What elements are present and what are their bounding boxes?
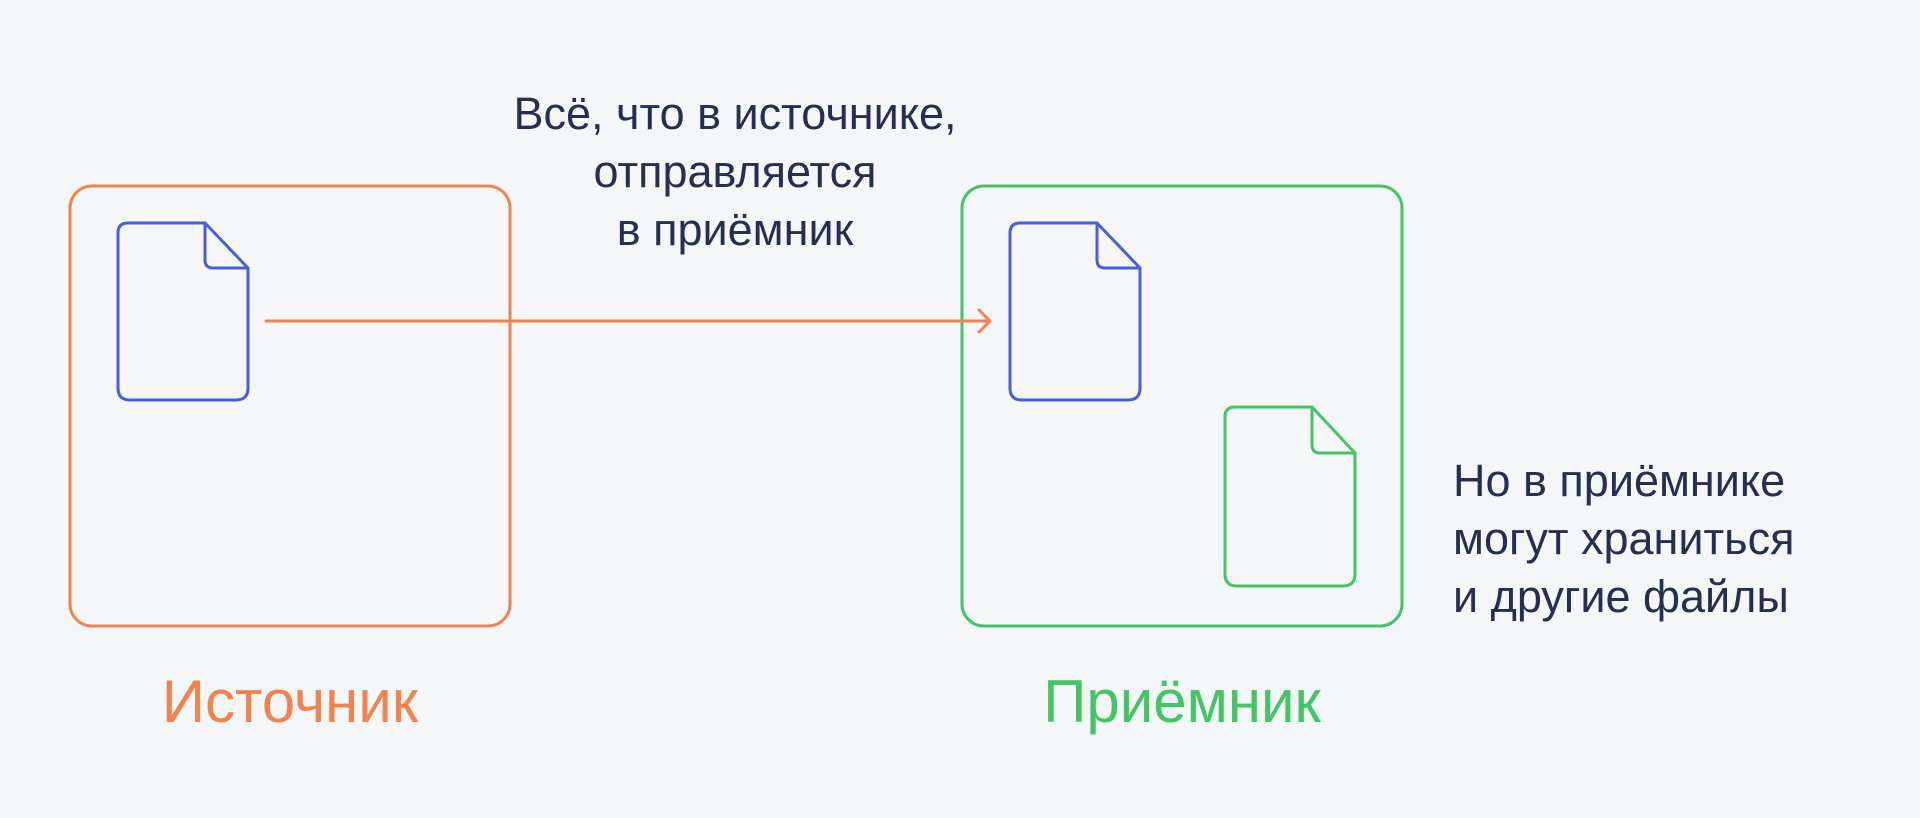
receiver-note-line: Но в приёмнике (1453, 455, 1786, 506)
source-box (68, 184, 512, 628)
transfer-caption-line: в приёмник (616, 204, 854, 255)
receiver-extra-file-icon (1223, 405, 1357, 588)
receiver-note-line: и другие файлы (1453, 571, 1789, 622)
receiver-label: Приёмник (1043, 668, 1321, 735)
receiver-box (960, 184, 1404, 628)
transfer-caption: Всё, что в источнике, отправляется в при… (480, 85, 990, 259)
transfer-caption-line: Всё, что в источнике, (513, 88, 957, 139)
arrow-right-icon (264, 308, 992, 334)
receiver-copied-file-icon (1008, 221, 1142, 402)
transfer-caption-line: отправляется (593, 146, 877, 197)
receiver-note-caption: Но в приёмнике могут храниться и другие … (1453, 452, 1794, 626)
source-label: Источник (161, 668, 419, 735)
receiver-note-line: могут храниться (1453, 513, 1795, 564)
source-file-icon (116, 221, 250, 402)
